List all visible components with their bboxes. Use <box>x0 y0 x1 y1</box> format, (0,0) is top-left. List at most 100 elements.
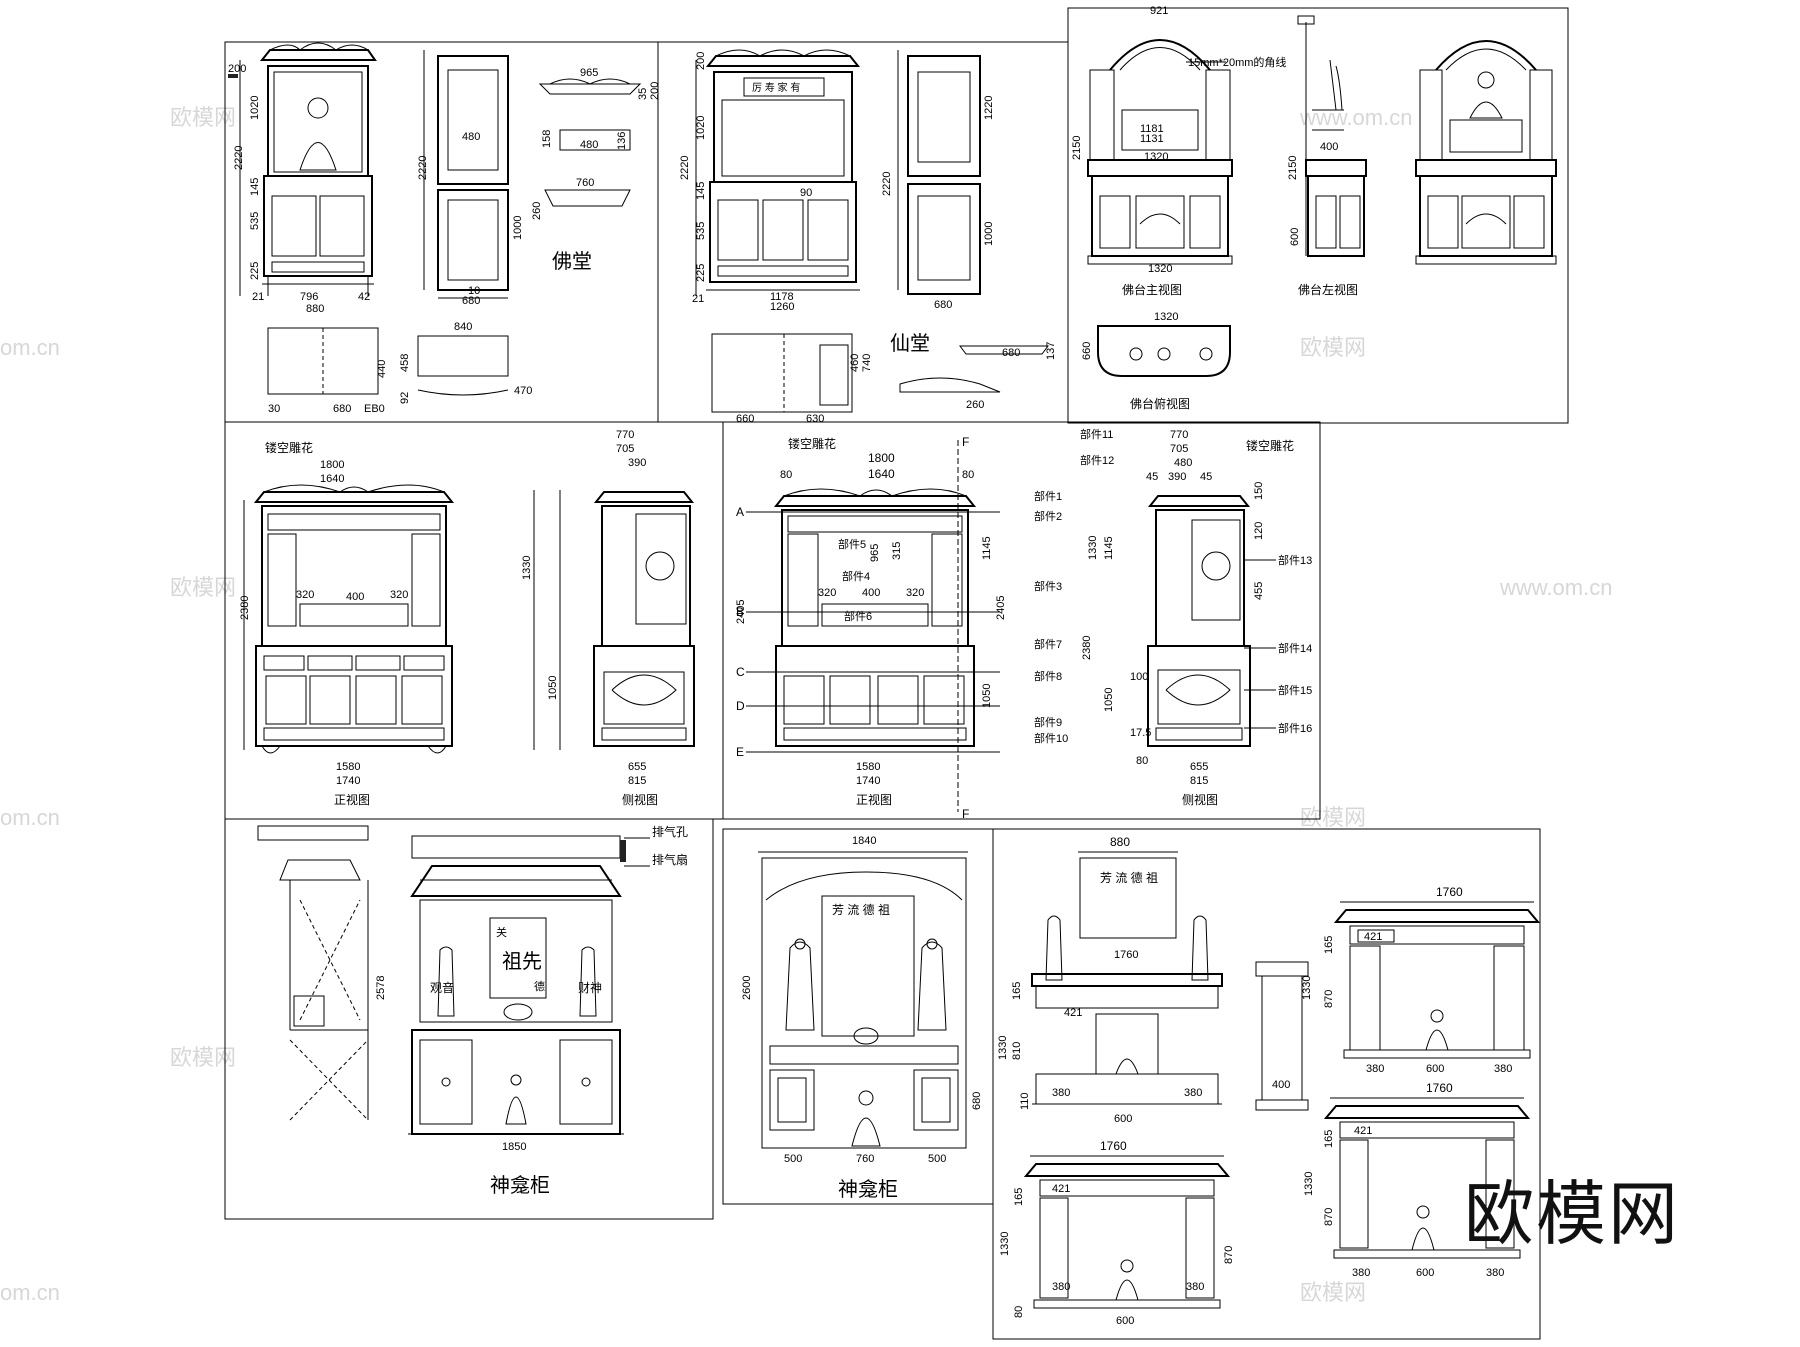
svg-text:部件12: 部件12 <box>1080 453 1114 467</box>
svg-text:芳 流 德 祖: 芳 流 德 祖 <box>1100 870 1158 885</box>
svg-text:30: 30 <box>268 403 280 415</box>
svg-text:100: 100 <box>1130 671 1148 683</box>
svg-text:1800: 1800 <box>868 451 895 465</box>
buddha-hall-side-view: 480 2220 1000 680 10 <box>417 50 524 307</box>
buddha-hall-front-view: 2220 1020 535 145 225 796 880 42 21 200 <box>228 42 377 315</box>
svg-text:92: 92 <box>399 392 411 404</box>
svg-text:870: 870 <box>1323 1208 1335 1226</box>
svg-text:2380: 2380 <box>239 596 251 620</box>
svg-text:正视图: 正视图 <box>856 792 892 807</box>
svg-text:380: 380 <box>1352 1267 1370 1279</box>
svg-text:600: 600 <box>1416 1267 1434 1279</box>
svg-text:2150: 2150 <box>1287 156 1299 180</box>
buddha-hall-details: 965 35 200 158 480 136 760 260 佛堂 <box>531 67 661 273</box>
panel-altars-c: 880 芳 流 德 祖 1760 421 380 600 380 165 810… <box>997 835 1541 1327</box>
panel-altar: 921 1320 1181 1131 1320 2150 佛台主视图 15mm*… <box>1071 5 1557 411</box>
svg-text:390: 390 <box>1168 471 1186 483</box>
svg-text:137: 137 <box>1045 342 1057 360</box>
svg-text:680: 680 <box>934 299 952 311</box>
cabinet-b-side-view: 部件11 部件12 770 705 480 390 45 45 镂空雕花 133… <box>1080 427 1312 807</box>
svg-text:870: 870 <box>1323 990 1335 1008</box>
svg-text:1840: 1840 <box>852 835 876 847</box>
svg-text:1740: 1740 <box>336 775 360 787</box>
svg-text:1320: 1320 <box>1144 151 1168 163</box>
svg-text:排气孔: 排气孔 <box>652 824 688 839</box>
svg-text:470: 470 <box>514 385 532 397</box>
svg-text:1020: 1020 <box>695 116 707 140</box>
svg-text:200: 200 <box>649 82 661 100</box>
svg-text:965: 965 <box>580 67 598 79</box>
svg-text:1260: 1260 <box>770 301 794 313</box>
svg-text:80: 80 <box>962 469 974 481</box>
svg-text:421: 421 <box>1364 931 1382 943</box>
svg-text:仙堂: 仙堂 <box>890 332 930 355</box>
cabinet-a-side-view: 1330 1050 770 705 390 655 815 侧视图 <box>521 429 695 807</box>
svg-text:680: 680 <box>971 1092 983 1110</box>
svg-text:侧视图: 侧视图 <box>622 792 658 807</box>
svg-text:2405: 2405 <box>995 596 1007 620</box>
svg-text:320: 320 <box>906 587 924 599</box>
svg-text:神龛柜: 神龛柜 <box>838 1178 898 1201</box>
svg-text:部件15: 部件15 <box>1278 683 1312 697</box>
svg-text:部件16: 部件16 <box>1278 721 1312 735</box>
svg-text:正视图: 正视图 <box>334 792 370 807</box>
svg-text:136: 136 <box>616 132 628 150</box>
svg-text:421: 421 <box>1064 1007 1082 1019</box>
svg-text:145: 145 <box>249 178 261 196</box>
svg-text:1640: 1640 <box>320 473 344 485</box>
svg-text:705: 705 <box>616 443 634 455</box>
svg-text:om.cn: om.cn <box>0 1280 60 1305</box>
svg-text:380: 380 <box>1186 1281 1204 1293</box>
svg-text:1000: 1000 <box>512 216 524 240</box>
svg-text:部件10: 部件10 <box>1034 731 1068 745</box>
svg-text:1181: 1181 <box>1140 123 1164 135</box>
svg-text:815: 815 <box>628 775 646 787</box>
svg-text:1760: 1760 <box>1436 885 1463 899</box>
svg-text:796: 796 <box>300 291 318 303</box>
svg-text:1320: 1320 <box>1154 311 1178 323</box>
svg-text:排气扇: 排气扇 <box>652 852 688 867</box>
panel-shrine-a: 2578 祖先 关 德 观音 财神 1850 神龛柜 排气孔 <box>257 824 688 1197</box>
svg-text:1760: 1760 <box>1100 1139 1127 1153</box>
svg-text:部件8: 部件8 <box>1034 669 1062 683</box>
svg-text:关: 关 <box>496 925 507 939</box>
svg-text:165: 165 <box>1013 1188 1025 1206</box>
svg-text:神龛柜: 神龛柜 <box>490 1174 550 1197</box>
svg-text:2600: 2600 <box>741 976 753 1000</box>
cabinet-a-front-view: 镂空雕花 1800 1640 400 320 320 2380 <box>239 440 455 807</box>
svg-text:芳 流 德 祖: 芳 流 德 祖 <box>832 902 890 917</box>
svg-text:480: 480 <box>1174 457 1192 469</box>
svg-text:455: 455 <box>1253 582 1265 600</box>
brand-logo-text: 欧模网 <box>1464 1175 1680 1253</box>
panel-immortal-hall: 厉 寿 家 有 200 1020 2220 145 535 225 90 117… <box>679 49 1057 425</box>
svg-text:镂空雕花: 镂空雕花 <box>788 436 836 451</box>
svg-text:380: 380 <box>1052 1281 1070 1293</box>
buddha-hall-plan-view: 30 680 EB0 440 840 458 92 470 <box>267 321 532 415</box>
svg-text:165: 165 <box>1323 1130 1335 1148</box>
svg-text:400: 400 <box>862 587 880 599</box>
svg-text:165: 165 <box>1011 982 1023 1000</box>
svg-text:200: 200 <box>228 63 246 75</box>
svg-text:部件9: 部件9 <box>1034 715 1062 729</box>
svg-text:770: 770 <box>1170 429 1188 441</box>
svg-text:390: 390 <box>628 457 646 469</box>
shrine-a-side-section: 2578 <box>257 825 387 1121</box>
svg-text:1330: 1330 <box>521 556 533 580</box>
svg-text:1740: 1740 <box>856 775 880 787</box>
svg-text:21: 21 <box>692 293 704 305</box>
svg-text:380: 380 <box>1366 1063 1384 1075</box>
svg-text:www.om.cn: www.om.cn <box>1299 105 1412 130</box>
svg-text:1050: 1050 <box>1103 688 1115 712</box>
svg-text:320: 320 <box>296 589 314 601</box>
svg-text:1330: 1330 <box>1301 976 1313 1000</box>
svg-text:部件7: 部件7 <box>1034 637 1062 651</box>
svg-text:财神: 财神 <box>578 981 602 995</box>
svg-text:A: A <box>736 505 744 519</box>
svg-text:1050: 1050 <box>981 684 993 708</box>
svg-text:655: 655 <box>1190 761 1208 773</box>
svg-text:部件1: 部件1 <box>1034 489 1062 503</box>
svg-text:80: 80 <box>780 469 792 481</box>
svg-text:740: 740 <box>861 354 873 372</box>
svg-text:400: 400 <box>346 591 364 603</box>
